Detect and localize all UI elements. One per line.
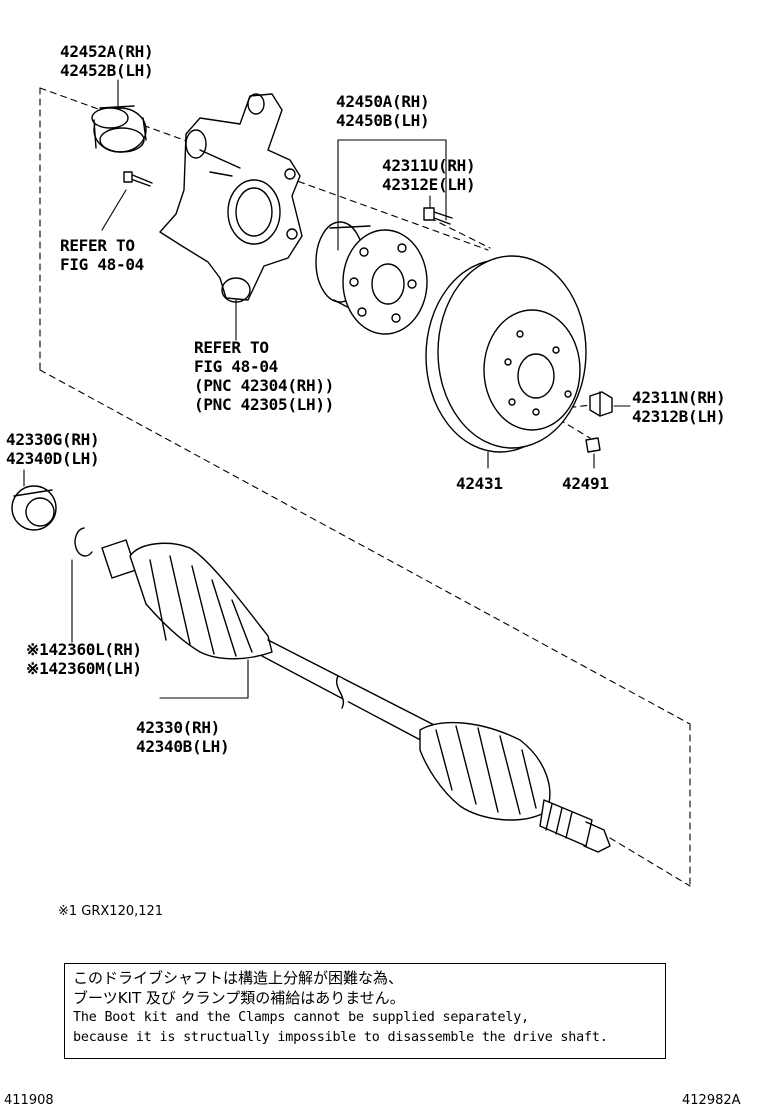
- label-refer-b-line4: (PNC 42305(LH)): [194, 395, 334, 414]
- label-refer-b-line3: (PNC 42304(RH)): [194, 376, 334, 395]
- label-refer-a-line1: REFER TO: [60, 236, 135, 255]
- label-bearing-lh: 42452B(LH): [60, 61, 154, 80]
- label-hub-bolt: 42311U(RH) 42312E(LH): [382, 156, 476, 194]
- label-snap-ring: ※142360L(RH) ※142360M(LH): [26, 640, 142, 678]
- note-en-line1: The Boot kit and the Clamps cannot be su…: [73, 1010, 529, 1025]
- supply-note-box: このドライブシャフトは構造上分解が困難な為、 ブーツKIT 及び クランプ類の補…: [64, 963, 666, 1059]
- label-shaft: 42330(RH) 42340B(LH): [136, 718, 230, 756]
- label-snap-ring-rh: ※142360L(RH): [26, 640, 142, 659]
- note-en-line2: because it is structually impossible to …: [73, 1030, 608, 1045]
- label-hub: 42450A(RH) 42450B(LH): [336, 92, 430, 130]
- label-seal-lh: 42340D(LH): [6, 449, 100, 468]
- label-refer-b-line1: REFER TO: [194, 338, 269, 357]
- label-cap: 42491: [562, 474, 609, 493]
- label-nut-rh: 42311N(RH): [632, 388, 726, 407]
- hub-bolt-part: [423, 207, 453, 225]
- knuckle-bolt-part: [123, 171, 153, 187]
- label-snap-ring-lh: ※142360M(LH): [26, 659, 142, 678]
- hub-nut-part: [589, 391, 613, 417]
- note-jp-line2: ブーツKIT 及び クランプ類の補給はありません。: [73, 989, 405, 1007]
- snap-ring-part: [74, 527, 93, 557]
- note-jp-line1: このドライブシャフトは構造上分解が困難な為、: [73, 969, 404, 987]
- oil-seal-part: [11, 485, 57, 531]
- label-hub-lh: 42450B(LH): [336, 111, 430, 130]
- label-refer-b-line2: FIG 48-04: [194, 357, 278, 376]
- label-refer-a: REFER TO FIG 48-04: [60, 236, 144, 274]
- label-hub-bolt-rh: 42311U(RH): [382, 156, 476, 175]
- label-seal: 42330G(RH) 42340D(LH): [6, 430, 100, 468]
- leader-lines: [23, 79, 631, 699]
- footer-right-code: 412982A: [682, 1093, 741, 1108]
- label-refer-b: REFER TO FIG 48-04 (PNC 42304(RH)) (PNC …: [194, 338, 334, 414]
- label-disc: 42431: [456, 474, 503, 493]
- label-refer-a-line2: FIG 48-04: [60, 255, 144, 274]
- label-hub-rh: 42450A(RH): [336, 92, 430, 111]
- label-bearing: 42452A(RH) 42452B(LH): [60, 42, 154, 80]
- bearing-part: [91, 105, 147, 153]
- steering-knuckle-part: [159, 93, 303, 303]
- cap-part: [585, 437, 601, 453]
- label-shaft-rh: 42330(RH): [136, 718, 220, 737]
- label-bearing-rh: 42452A(RH): [60, 42, 154, 61]
- label-nut: 42311N(RH) 42312B(LH): [632, 388, 726, 426]
- hub-part: [315, 221, 428, 335]
- brake-disc-part: [425, 255, 587, 453]
- footnote: ※1 GRX120,121: [58, 904, 164, 919]
- label-shaft-lh: 42340B(LH): [136, 737, 230, 756]
- label-hub-bolt-lh: 42312E(LH): [382, 175, 476, 194]
- drive-shaft-part: [101, 539, 611, 853]
- label-seal-rh: 42330G(RH): [6, 430, 100, 449]
- footer-left-code: 411908: [4, 1093, 54, 1108]
- label-nut-lh: 42312B(LH): [632, 407, 726, 426]
